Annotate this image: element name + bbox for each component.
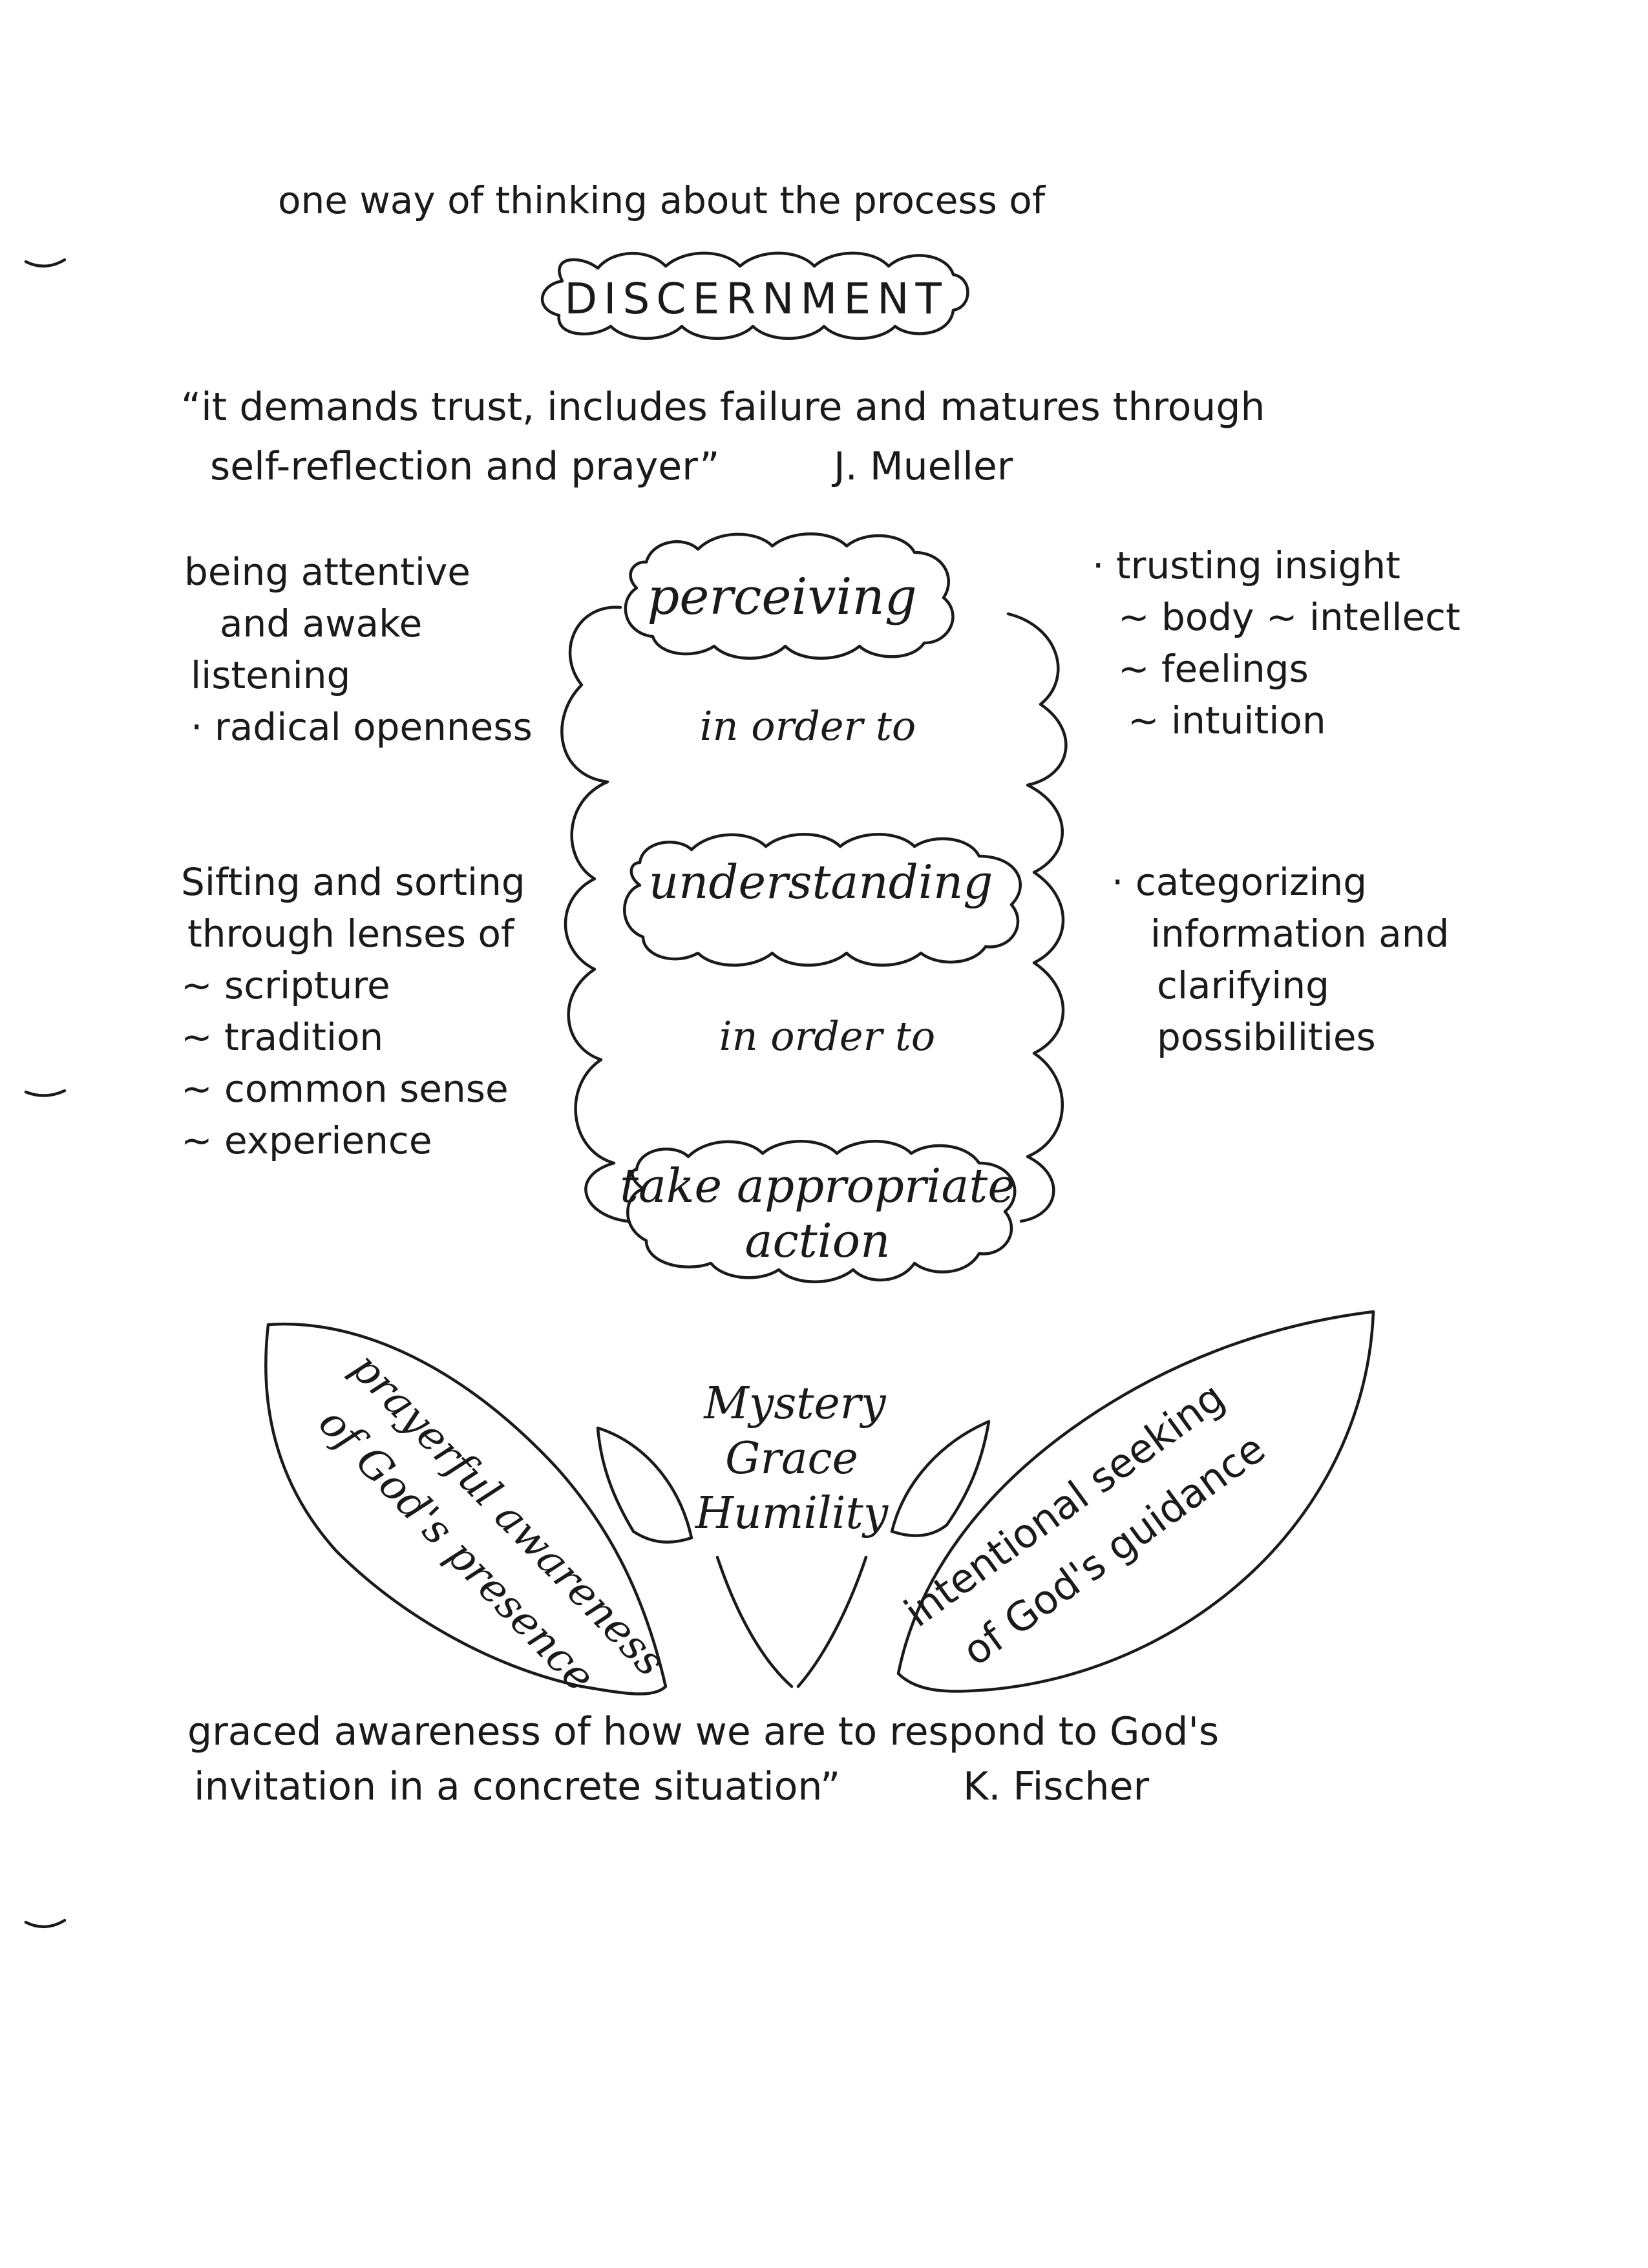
- note-line: · radical openness: [191, 705, 533, 749]
- stem-right: [796, 1555, 868, 1688]
- understanding-cloud: [623, 833, 1022, 967]
- margin-mark: [24, 258, 67, 268]
- stage-action-line2: action: [745, 1213, 891, 1268]
- center-word-mystery: Mystery: [703, 1378, 887, 1429]
- right-notes-top: · trusting insight ~ body ~ intellect ~ …: [1092, 543, 1461, 742]
- left-leaf: [264, 1322, 668, 1696]
- center-word-humility: Humility: [694, 1488, 889, 1539]
- margin-mark: [24, 1918, 67, 1929]
- stage-action-line1: take appropriate: [620, 1159, 1015, 1213]
- title-cloud: [540, 251, 969, 340]
- stage-understanding: understanding: [649, 855, 993, 909]
- note-line: ~ tradition: [181, 1015, 383, 1059]
- title: DISCERNMENT: [564, 274, 948, 324]
- perceiving-cloud: [624, 532, 955, 660]
- margin-mark: [24, 1089, 67, 1097]
- note-line: ~ scripture: [181, 963, 390, 1007]
- connector-2: in order to: [719, 1013, 935, 1060]
- process-cloud: [560, 605, 1068, 1223]
- left-notes-mid: Sifting and sorting through lenses of ~ …: [181, 860, 525, 1162]
- heading: one way of thinking about the process of: [278, 178, 1046, 222]
- note-line: possibilities: [1157, 1015, 1376, 1059]
- note-line: and awake: [220, 602, 422, 646]
- note-line: Sifting and sorting: [181, 860, 525, 904]
- note-line: ~ experience: [181, 1118, 432, 1162]
- note-line: ~ intuition: [1128, 698, 1326, 742]
- quote-top-author: J. Mueller: [831, 444, 1013, 489]
- note-line: ~ feelings: [1118, 647, 1309, 691]
- small-leaf-right: [890, 1420, 991, 1537]
- connector-1: in order to: [700, 702, 916, 750]
- right-leaf: [896, 1310, 1375, 1693]
- note-line: being attentive: [184, 550, 470, 594]
- quote-bottom-line1: graced awareness of how we are to respon…: [187, 1709, 1219, 1754]
- note-line: listening: [191, 653, 350, 697]
- left-notes-top: being attentive and awake listening · ra…: [184, 550, 533, 749]
- quote-top-line2: self-reflection and prayer”: [210, 444, 719, 489]
- note-line: through lenses of: [187, 912, 515, 956]
- stage-perceiving: perceiving: [647, 568, 916, 626]
- small-leaf-left: [596, 1426, 693, 1544]
- stem-left: [715, 1555, 794, 1688]
- note-line: · trusting insight: [1092, 543, 1400, 587]
- action-cloud: [626, 1140, 1017, 1283]
- quote-bottom-author: K. Fischer: [963, 1764, 1149, 1809]
- note-line: ~ common sense: [181, 1067, 509, 1111]
- quote-top-line1: “it demands trust, includes failure and …: [181, 384, 1265, 430]
- note-line: information and: [1150, 912, 1449, 956]
- center-word-grace: Grace: [725, 1433, 858, 1484]
- note-line: · categorizing: [1112, 860, 1367, 904]
- right-notes-mid: · categorizing information and clarifyin…: [1112, 860, 1449, 1059]
- quote-bottom-line2: invitation in a concrete situation”: [194, 1764, 840, 1809]
- note-line: ~ body ~ intellect: [1118, 595, 1461, 639]
- note-line: clarifying: [1157, 963, 1329, 1007]
